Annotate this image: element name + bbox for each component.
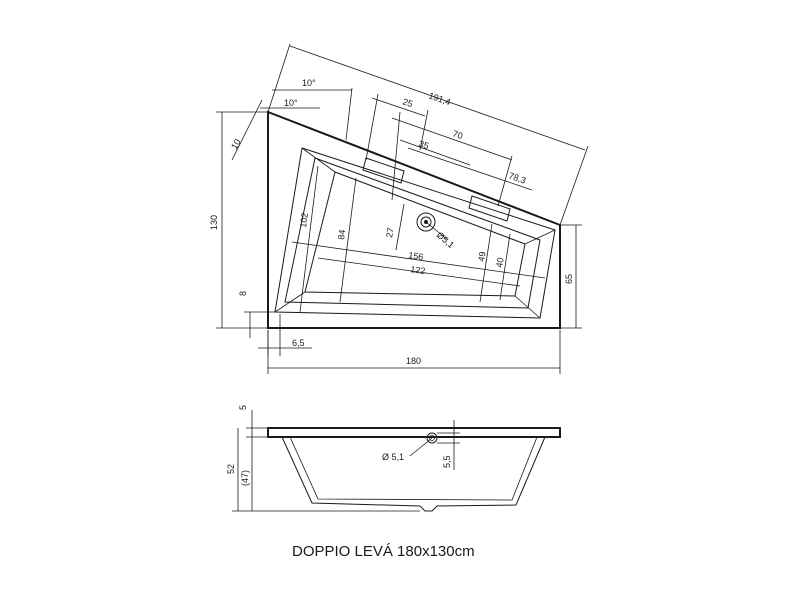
- dim-70-label: 70: [451, 128, 464, 141]
- slope-line: [524, 229, 556, 245]
- bathtub-basin-edge: [284, 157, 541, 309]
- dim-52-label: 52: [226, 464, 236, 474]
- section-view: [267, 427, 561, 512]
- section-body: [281, 436, 546, 512]
- dim-65-label: 65: [564, 274, 574, 284]
- headrest-right: [468, 195, 511, 222]
- plan-view: [267, 110, 561, 329]
- section-rim: [267, 427, 561, 438]
- slope-line: [274, 291, 306, 313]
- dim-10deg-a-label: 10°: [302, 78, 316, 88]
- drain-outer: [416, 212, 436, 232]
- dim-drain-label: Ø5,1: [435, 230, 456, 250]
- dim-10-label: 10: [229, 137, 243, 151]
- dim-25-label: 25: [401, 96, 414, 109]
- dim-49-label: 49: [476, 251, 488, 263]
- drain-inner: [420, 216, 432, 228]
- section-inner-wall: [289, 436, 538, 501]
- dim-191-4-label: 191,4: [427, 90, 452, 107]
- dim-78-3-label: 78,3: [507, 170, 527, 185]
- section-dimensions: 5 52 (47) Ø 5,1 5,5: [226, 405, 460, 512]
- dim-5-5-label: 5,5: [442, 455, 452, 468]
- dim-27-label: 27: [384, 227, 396, 239]
- dim-180-label: 180: [406, 356, 421, 366]
- dim-10deg-b-label: 10°: [284, 98, 298, 108]
- slope-line: [301, 147, 336, 173]
- dim-8-label: 8: [238, 291, 248, 296]
- dim-40-label: 40: [494, 257, 506, 269]
- drawing-caption: DOPPIO LEVÁ 180x130cm: [292, 543, 475, 560]
- dim-122-label: 122: [410, 264, 426, 276]
- dim-47-label: (47): [240, 470, 250, 486]
- overflow-outer: [426, 432, 438, 444]
- dim-102-label: 102: [298, 212, 310, 228]
- overflow-inner: [429, 435, 435, 441]
- dim-130-label: 130: [209, 215, 219, 230]
- plan-dimensions: 191,4 10° 10° 10 25 70 35 78,3 130 1: [209, 43, 589, 374]
- bathtub-outer-outline: [267, 110, 561, 329]
- dim-35-label: 35: [417, 138, 430, 151]
- slope-line: [514, 295, 541, 319]
- headrest-left: [362, 157, 405, 184]
- dim-84-label: 84: [336, 229, 347, 240]
- dim-overflow-label: Ø 5,1: [382, 452, 404, 462]
- dim-5-label: 5: [238, 405, 248, 410]
- dim-156-label: 156: [408, 250, 424, 262]
- dim-6-5-label: 6,5: [292, 338, 305, 348]
